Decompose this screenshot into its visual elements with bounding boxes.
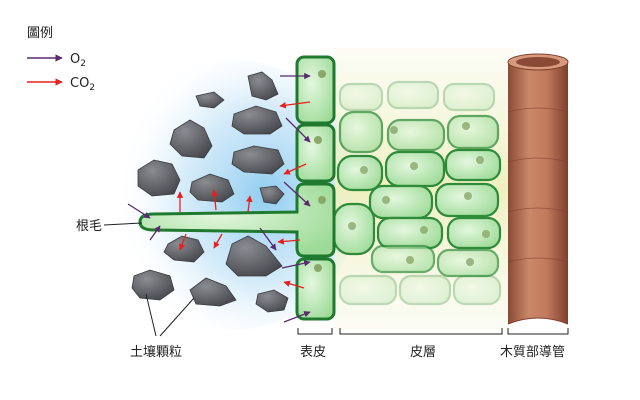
cortex-cell: [386, 118, 446, 152]
soil-particle: [195, 91, 225, 109]
cortex-bracket: [339, 328, 503, 335]
epidermis-cell: [295, 123, 336, 183]
soil-leader-line: [159, 297, 195, 337]
soil-particles-group: [131, 71, 289, 313]
soil-particle: [231, 105, 283, 135]
root-hair-leader-line: [103, 222, 143, 226]
cortex-cell: [442, 82, 496, 112]
soil-particle: [247, 71, 279, 101]
cortex-cell: [452, 274, 502, 306]
legend-o2-label: O2: [70, 52, 86, 69]
cortex-cell: [338, 110, 384, 154]
xylem-vessel: [507, 53, 569, 325]
cortex-cell: [444, 148, 502, 182]
cortex-cell: [370, 244, 436, 274]
o2-arrows: [127, 72, 311, 323]
soil-particle: [225, 235, 283, 277]
soil-particle: [255, 289, 289, 313]
soil-particle: [259, 185, 285, 205]
epidermis-bracket: [297, 328, 333, 335]
epidermis-nuclei: [314, 70, 326, 272]
cortex-cell: [338, 274, 398, 306]
cortex-cell: [376, 216, 444, 250]
epidermis-label: 表皮: [300, 345, 326, 360]
bracket-labels: [297, 328, 569, 335]
epidermis-cell: [295, 55, 336, 125]
cortex-label: 皮層: [410, 345, 436, 360]
epidermis-cell: [295, 257, 336, 321]
cortex-cell: [386, 80, 440, 110]
cortex-cell: [434, 182, 500, 218]
soil-particle: [189, 173, 235, 203]
soil-particle: [231, 145, 285, 175]
soil-particle: [169, 119, 213, 159]
cortex-cell: [338, 82, 384, 112]
soil-leader-line: [145, 293, 157, 337]
legend-title: 圖例: [27, 26, 53, 41]
xylem-label: 木質部導管: [500, 345, 565, 360]
root-hair-label-group: 根毛: [76, 219, 143, 234]
co2-arrows: [176, 101, 311, 289]
legend-co2-label: CO2: [70, 76, 95, 93]
soil-particle: [137, 159, 181, 197]
soil-label-group: 土壤顆粒: [130, 293, 195, 360]
soil-particles-label: 土壤顆粒: [130, 344, 182, 360]
soil-particle: [189, 277, 237, 307]
cortex-cell: [368, 184, 434, 220]
cortex-cell: [446, 114, 500, 150]
soil-particle: [131, 269, 175, 301]
cortex-cells-group: [332, 80, 502, 306]
root-hair-label: 根毛: [76, 219, 102, 234]
cortex-nuclei: [348, 122, 490, 266]
xylem-bracket: [507, 328, 569, 335]
legend: 圖例 O2 CO2: [27, 26, 95, 93]
cortex-cell: [446, 216, 502, 250]
cortex-cell: [336, 154, 384, 192]
cortex-cell: [398, 274, 452, 306]
